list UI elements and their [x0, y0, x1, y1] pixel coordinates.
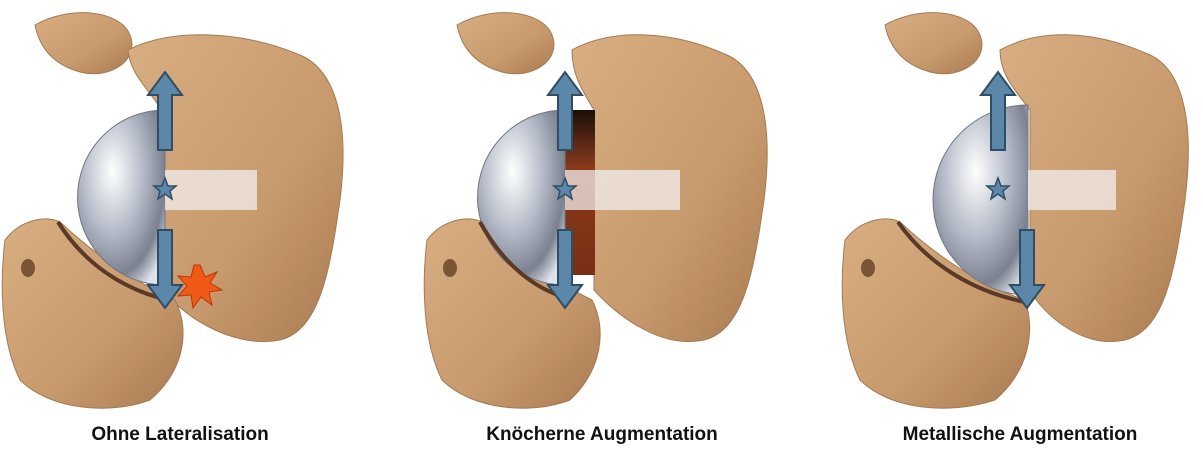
acromion: [885, 13, 982, 74]
diagram-knoecherne-augmentation: [422, 0, 782, 420]
panel-metallische-augmentation: Metallische Augmentation: [840, 0, 1200, 451]
offset-bar: [165, 170, 257, 210]
acromion: [457, 13, 554, 74]
offset-bar: [1028, 170, 1116, 210]
glenoid-notch: [21, 259, 35, 277]
panel-ohne-lateralisation: Ohne Lateralisation: [0, 0, 360, 451]
acromion: [35, 13, 132, 74]
panel-knoecherne-augmentation: Knöcherne Augmentation: [422, 0, 782, 451]
caption-metallische-augmentation: Metallische Augmentation: [840, 424, 1200, 446]
caption-ohne-lateralisation: Ohne Lateralisation: [0, 424, 360, 446]
glenoid-notch: [861, 259, 875, 277]
diagram-ohne-lateralisation: [0, 0, 360, 420]
caption-knoecherne-augmentation: Knöcherne Augmentation: [422, 424, 782, 446]
glenoid-notch: [443, 259, 457, 277]
diagram-metallische-augmentation: [840, 0, 1200, 420]
offset-bar: [565, 170, 680, 210]
